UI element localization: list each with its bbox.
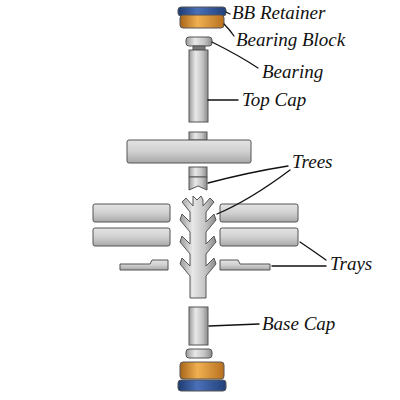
part-label: Trees: [292, 152, 332, 172]
plate-hub: [189, 132, 207, 140]
bearing-block: [180, 362, 224, 379]
tray: [220, 228, 298, 246]
tree: [180, 196, 216, 298]
leader-line: [208, 99, 238, 100]
bearing-bore: [193, 46, 205, 50]
leader-line: [226, 12, 230, 14]
tray: [220, 260, 270, 270]
leader-line: [209, 324, 259, 326]
bearing: [186, 37, 212, 46]
leader-line: [224, 24, 234, 36]
part-label: Trays: [330, 254, 372, 274]
bb-retainer: [178, 380, 226, 391]
leader-line: [272, 265, 326, 266]
bearing: [186, 349, 212, 358]
part-label: Bearing: [262, 62, 323, 82]
tray: [93, 204, 170, 222]
part-label: Top Cap: [242, 90, 306, 110]
top-cap: [189, 50, 208, 122]
bearing-block: [180, 15, 224, 28]
leader-line: [300, 242, 326, 260]
tray: [120, 260, 168, 270]
leader-line: [217, 170, 290, 214]
tree-segment: [189, 167, 207, 177]
part-label: Bearing Block: [236, 30, 345, 50]
top-plate: [127, 140, 251, 163]
tray: [93, 228, 170, 246]
part-label: Base Cap: [262, 314, 335, 334]
tree-segment: [189, 177, 207, 190]
part-label: BB Retainer: [232, 3, 325, 23]
base-cap: [189, 307, 208, 345]
